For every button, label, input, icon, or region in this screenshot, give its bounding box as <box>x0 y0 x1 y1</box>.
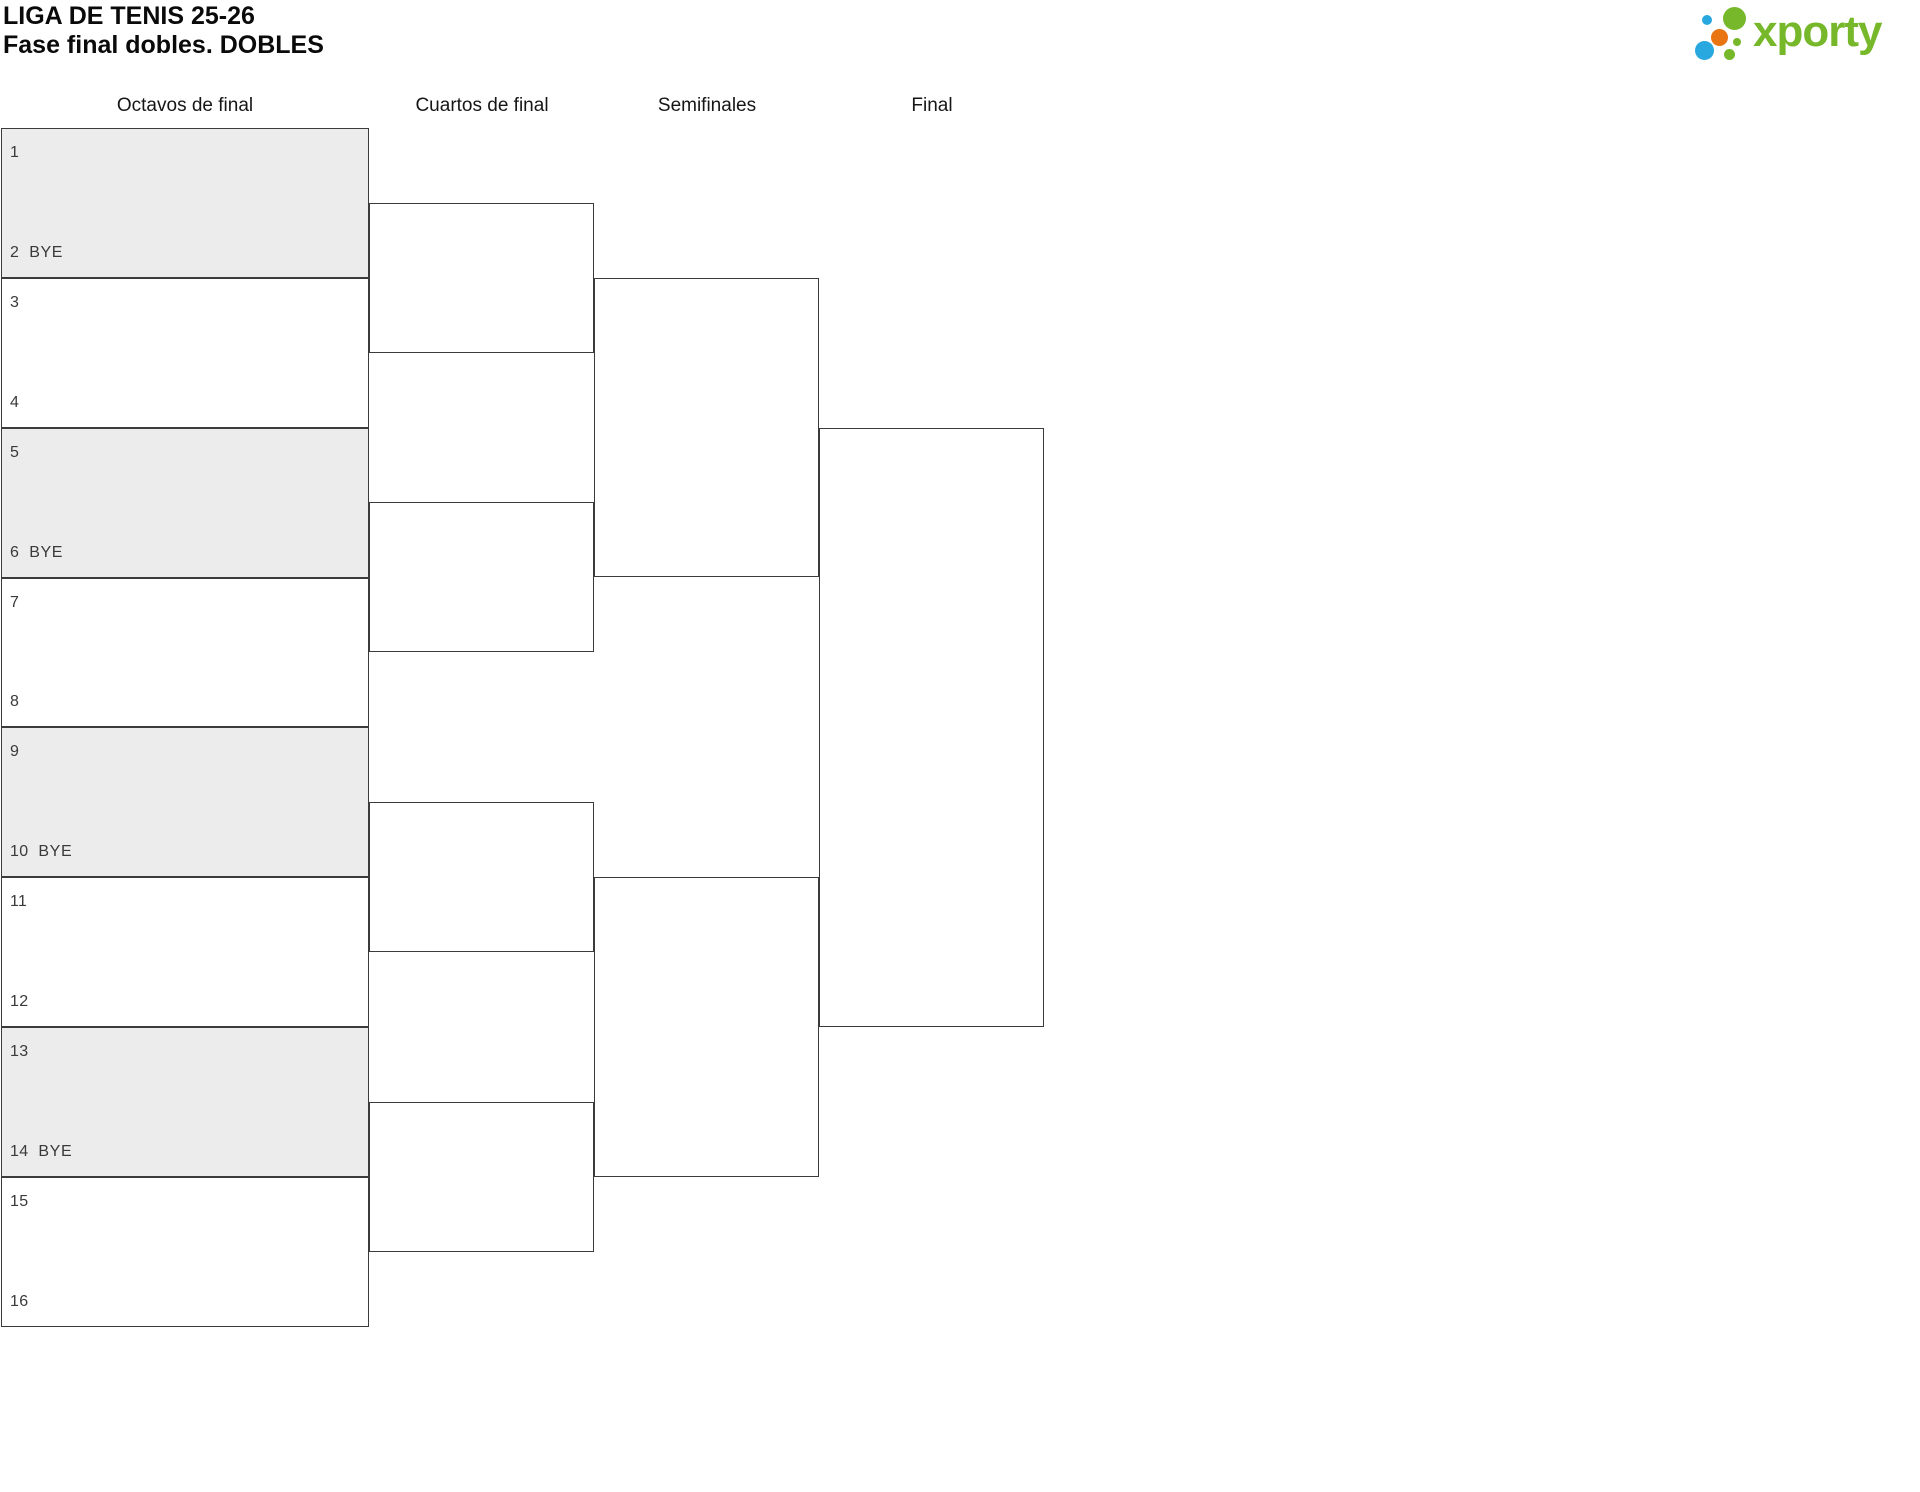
match-cuartos-4[interactable] <box>369 1102 594 1252</box>
match-semifinales-1[interactable] <box>594 278 819 577</box>
match-octavos-7[interactable]: 13 14 BYE <box>1 1027 369 1177</box>
seed-slot-13[interactable]: 13 <box>10 1043 362 1061</box>
seed-slot-10[interactable]: 10 BYE <box>10 843 362 861</box>
dot-orange-icon <box>1711 29 1728 46</box>
seed-number: 15 <box>10 1193 29 1210</box>
bye-label: BYE <box>29 544 64 561</box>
match-cuartos-3[interactable] <box>369 802 594 952</box>
column-header-cuartos: Cuartos de final <box>415 95 549 116</box>
xporty-logo[interactable]: xporty <box>1692 2 1912 66</box>
seed-slot-16[interactable]: 16 <box>10 1293 362 1311</box>
seed-number: 10 <box>10 843 29 860</box>
match-semifinales-2[interactable] <box>594 877 819 1177</box>
seed-number: 3 <box>10 294 20 311</box>
seed-number: 8 <box>10 693 20 710</box>
seed-slot-6[interactable]: 6 BYE <box>10 544 362 562</box>
bye-label: BYE <box>38 843 73 860</box>
logo-wordmark: xporty <box>1753 7 1882 56</box>
match-cuartos-2[interactable] <box>369 502 594 652</box>
dot-green-large-icon <box>1723 7 1746 30</box>
seed-number: 13 <box>10 1043 29 1060</box>
seed-number: 5 <box>10 444 20 461</box>
seed-slot-3[interactable]: 3 <box>10 294 362 312</box>
seed-slot-9[interactable]: 9 <box>10 743 362 761</box>
match-cuartos-1[interactable] <box>369 203 594 353</box>
seed-number: 4 <box>10 394 20 411</box>
seed-slot-5[interactable]: 5 <box>10 444 362 462</box>
column-header-octavos: Octavos de final <box>116 95 254 116</box>
match-octavos-1[interactable]: 1 2 BYE <box>1 128 369 278</box>
seed-number: 1 <box>10 144 20 161</box>
dot-green-tiny-icon <box>1733 38 1741 46</box>
bye-label: BYE <box>29 244 64 261</box>
page-subtitle: Fase final dobles. DOBLES <box>3 31 324 59</box>
seed-slot-15[interactable]: 15 <box>10 1193 362 1211</box>
seed-slot-4[interactable]: 4 <box>10 394 362 412</box>
dot-blue-large-icon <box>1695 41 1714 60</box>
column-header-semifinales: Semifinales <box>657 95 757 116</box>
page-title: LIGA DE TENIS 25-26 <box>3 2 255 30</box>
match-octavos-6[interactable]: 11 12 <box>1 877 369 1027</box>
seed-number: 6 <box>10 544 20 561</box>
bye-label: BYE <box>38 1143 73 1160</box>
seed-number: 2 <box>10 244 20 261</box>
match-octavos-5[interactable]: 9 10 BYE <box>1 727 369 877</box>
seed-slot-11[interactable]: 11 <box>10 893 362 911</box>
dot-blue-small-top-icon <box>1702 15 1712 25</box>
seed-slot-2[interactable]: 2 BYE <box>10 244 362 262</box>
seed-number: 11 <box>10 893 28 910</box>
dot-green-small-icon <box>1724 49 1735 60</box>
match-final-1[interactable] <box>819 428 1044 1027</box>
seed-slot-7[interactable]: 7 <box>10 594 362 612</box>
seed-number: 9 <box>10 743 20 760</box>
seed-slot-1[interactable]: 1 <box>10 144 362 162</box>
seed-number: 12 <box>10 993 29 1010</box>
seed-number: 14 <box>10 1143 29 1160</box>
seed-number: 7 <box>10 594 20 611</box>
seed-slot-12[interactable]: 12 <box>10 993 362 1011</box>
seed-slot-14[interactable]: 14 BYE <box>10 1143 362 1161</box>
column-header-final: Final <box>911 95 953 116</box>
seed-slot-8[interactable]: 8 <box>10 693 362 711</box>
seed-number: 16 <box>10 1293 29 1310</box>
match-octavos-3[interactable]: 5 6 BYE <box>1 428 369 578</box>
